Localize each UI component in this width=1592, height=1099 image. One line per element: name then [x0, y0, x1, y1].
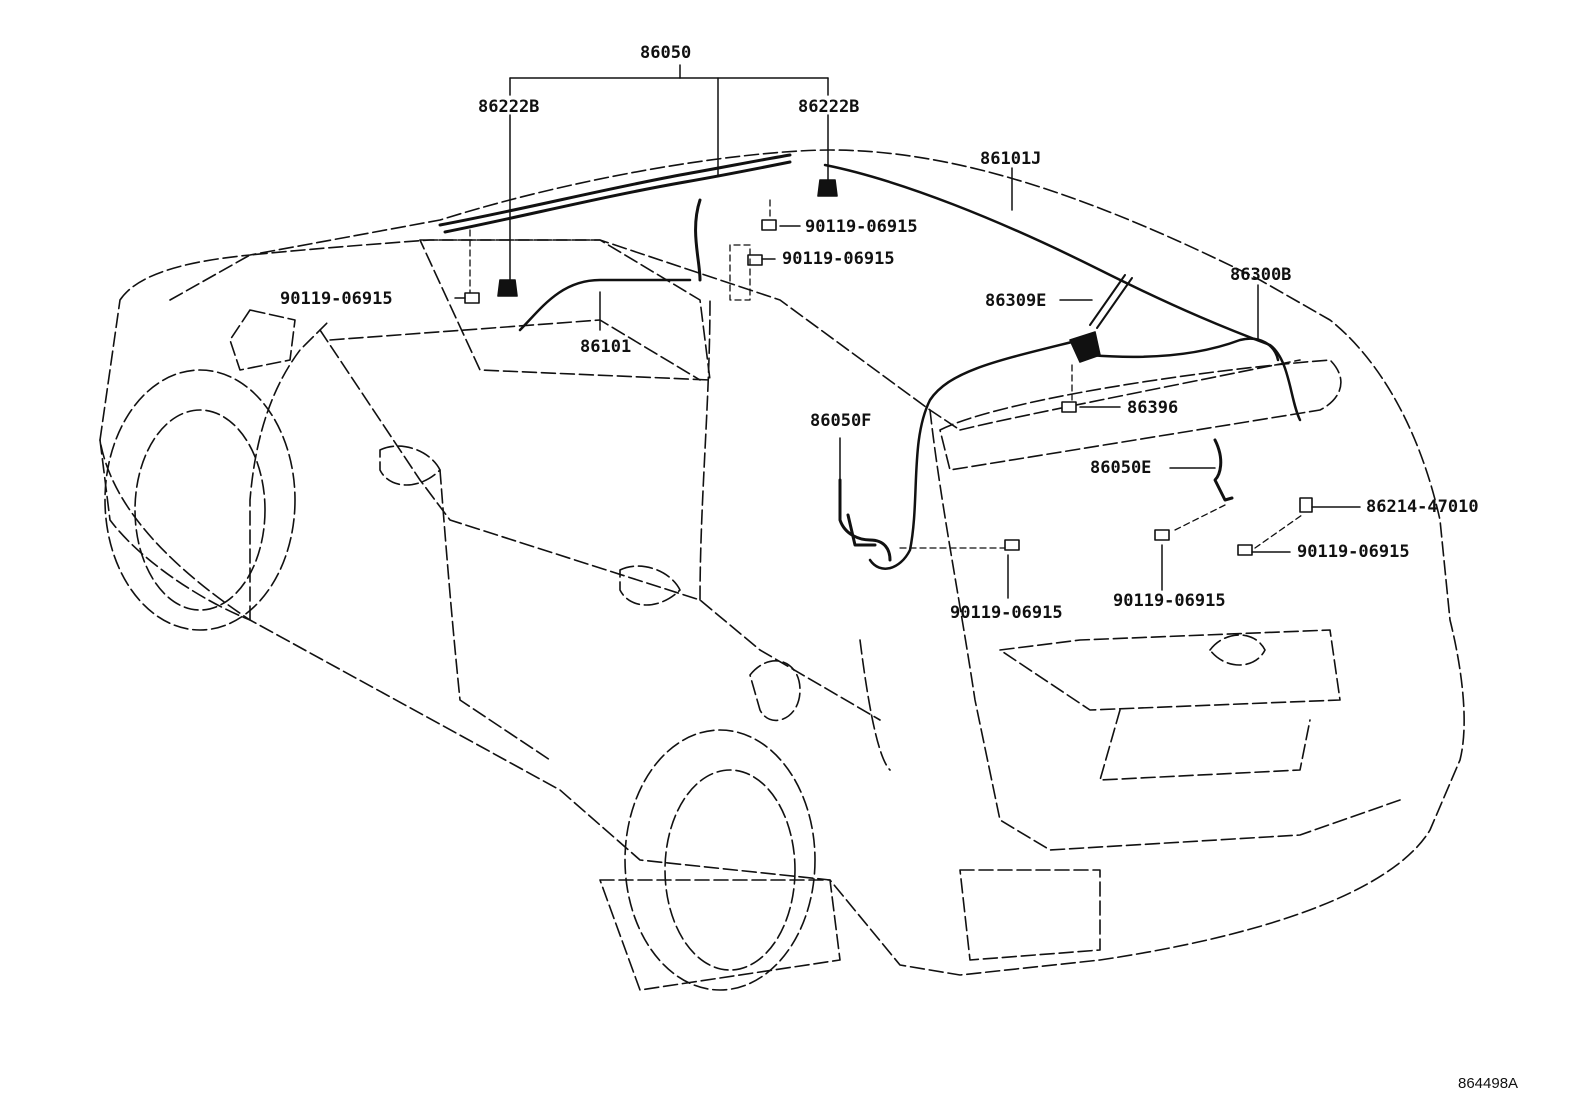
label-90119-top1: 90119-06915: [805, 217, 918, 237]
label-90119-rear-center: 90119-06915: [950, 603, 1063, 623]
label-86396: 86396: [1127, 398, 1178, 418]
label-86050f: 86050F: [810, 411, 871, 431]
label-90119-left: 90119-06915: [280, 289, 393, 309]
label-86101j: 86101J: [980, 149, 1041, 169]
rear-wheel: [624, 729, 816, 991]
roof-harness-86050: [438, 153, 792, 282]
label-86309e: 86309E: [985, 291, 1046, 311]
connector-86222b-left: [497, 279, 518, 297]
antenna-base: [1069, 331, 1101, 363]
part-labels: 86050 86222B 86222B 86101J 90119-06915 9…: [280, 43, 1479, 623]
bolt-icon: [464, 219, 1313, 556]
label-90119-top2: 90119-06915: [782, 249, 895, 269]
label-86214-47010: 86214-47010: [1366, 497, 1479, 517]
figure-reference-number: 864498A: [1458, 1075, 1518, 1092]
label-86222b-left: 86222B: [478, 97, 539, 117]
leader-lines: [454, 64, 1361, 599]
rear-harness-86050f: [838, 478, 892, 562]
connector-86222b-right: [817, 179, 838, 197]
label-86050e: 86050E: [1090, 458, 1151, 478]
rear-harness-86050e: [1213, 438, 1234, 502]
antenna-cable-86101j: [518, 163, 1302, 570]
label-86300b: 86300B: [1230, 265, 1291, 285]
antenna-rod-86309e: [1089, 274, 1133, 329]
label-86050: 86050: [640, 43, 691, 63]
dashed-leaders: [469, 199, 1303, 549]
label-86222b-right: 86222B: [798, 97, 859, 117]
car-body-outline: [99, 149, 1465, 991]
label-90119-rear-mid: 90119-06915: [1113, 591, 1226, 611]
front-wheel: [104, 369, 296, 631]
label-86101: 86101: [580, 337, 631, 357]
label-90119-rear-right: 90119-06915: [1297, 542, 1410, 562]
